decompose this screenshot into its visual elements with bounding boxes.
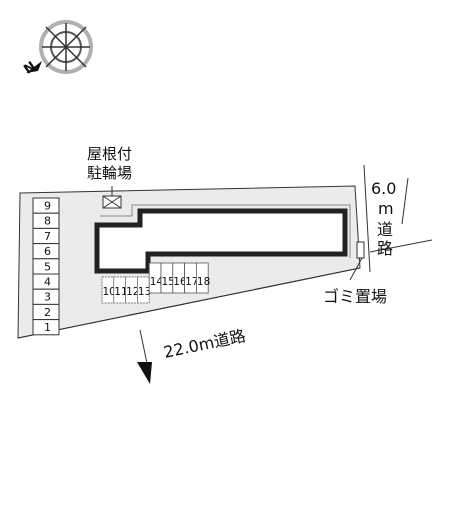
parking-space-number: 3 xyxy=(44,291,51,304)
bicycle-parking-box xyxy=(102,186,122,209)
parking-space-number: 9 xyxy=(44,200,51,213)
main-road-edge xyxy=(17,267,361,339)
side-road-char1-label: 道 xyxy=(377,220,393,239)
garbage-area-label: ゴミ置場 xyxy=(323,287,387,306)
parking-space xyxy=(32,319,60,336)
north-label: N xyxy=(21,59,39,78)
main-road-arrow-shaft xyxy=(139,329,149,369)
parking-space xyxy=(195,262,209,294)
side-road-edge-bottom xyxy=(369,239,433,253)
side-road-char2-label: 路 xyxy=(377,239,393,258)
main-road-arrow-icon xyxy=(137,362,152,384)
parking-space-number: 15 xyxy=(162,276,175,288)
compass-rose-icon xyxy=(26,20,93,74)
parking-space-number: 12 xyxy=(126,286,139,298)
main-road-label: 22.0m道路 xyxy=(162,326,247,362)
parking-space-number: 16 xyxy=(173,276,187,288)
parking-space-number: 10 xyxy=(103,286,116,298)
garbage-leader-line xyxy=(349,257,363,281)
parking-space-number: 4 xyxy=(44,276,51,289)
parking-space-number: 1 xyxy=(44,321,51,334)
building xyxy=(94,208,348,274)
garbage-area-marker xyxy=(356,241,365,259)
bicycle-parking-label-line2: 駐輪場 xyxy=(87,164,132,182)
parking-space-number: 13 xyxy=(138,286,151,298)
parking-space-number: 18 xyxy=(197,276,210,288)
side-road-unit-label: m xyxy=(378,199,394,218)
parking-space-number: 5 xyxy=(44,260,51,273)
side-road-edge-right xyxy=(401,177,409,225)
parking-space-number: 7 xyxy=(44,230,51,243)
parking-column-left: 9 8 7 6 5 4 3 2 1 xyxy=(32,197,60,336)
side-road-edge-left xyxy=(363,164,371,273)
side-road-width-label: 6.0 xyxy=(371,179,396,198)
parking-space-number: 11 xyxy=(114,286,127,298)
parking-space-number: 6 xyxy=(44,245,51,258)
parking-space-number: 14 xyxy=(150,276,164,288)
parking-space-number: 17 xyxy=(185,276,198,288)
parking-space-number: 8 xyxy=(44,215,51,228)
walkway-outline xyxy=(100,204,351,258)
parking-space-number: 2 xyxy=(44,306,51,319)
bicycle-parking-label-line1: 屋根付 xyxy=(87,145,132,163)
